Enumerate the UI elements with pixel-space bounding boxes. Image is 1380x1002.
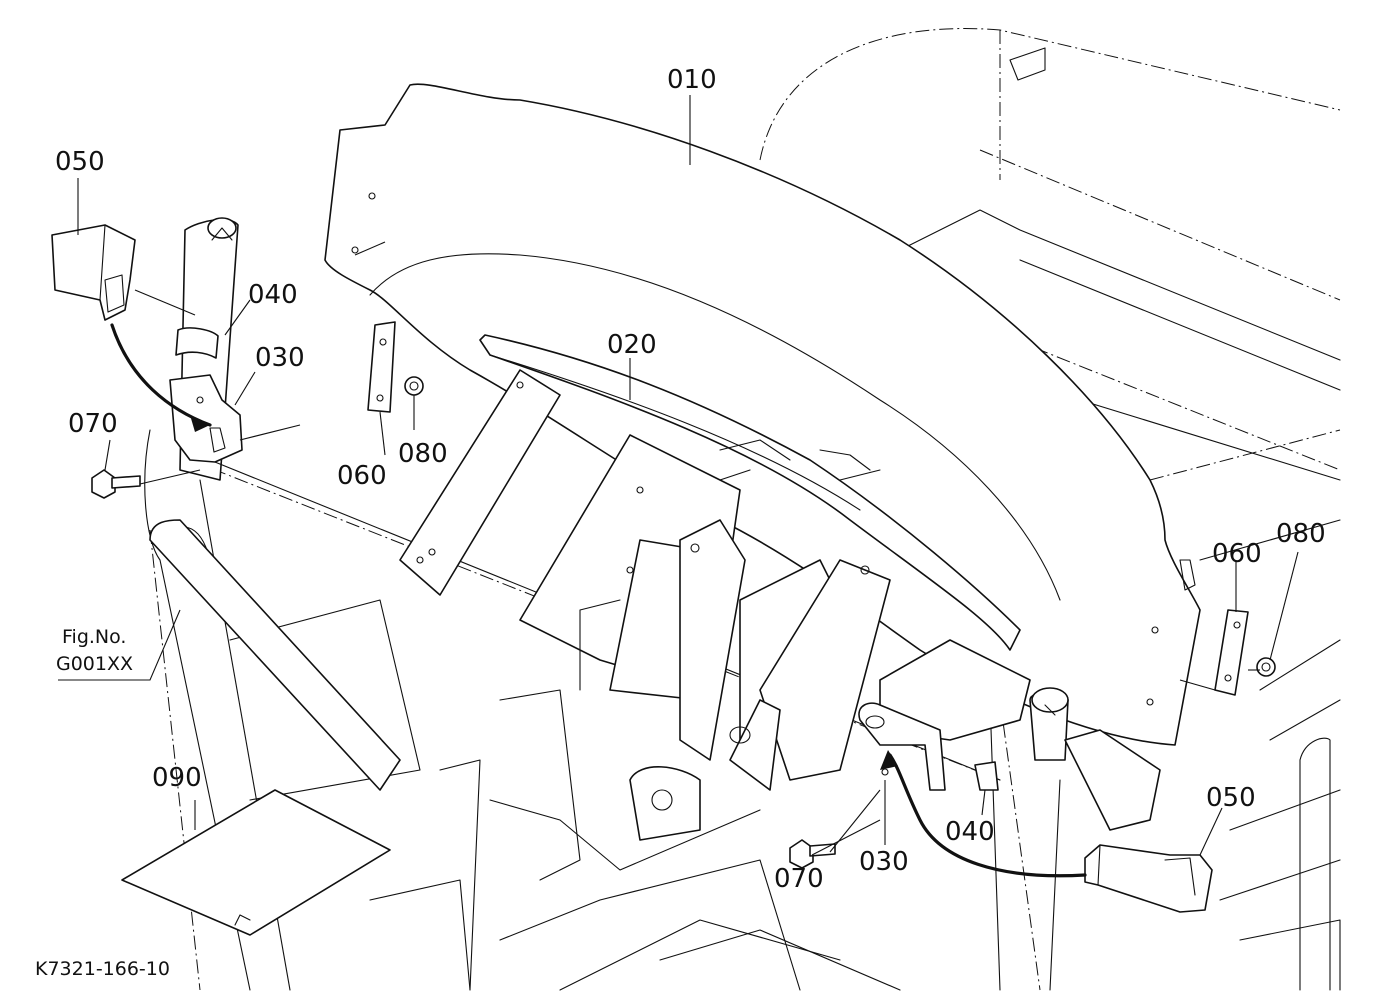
callout-060-right: 060 — [1212, 539, 1262, 569]
plate-060-right — [1214, 609, 1249, 696]
callout-040-left: 040 — [248, 280, 298, 310]
nut-080-left — [404, 376, 424, 396]
callout-040-right: 040 — [945, 817, 995, 847]
seal-strip-020 — [479, 334, 1021, 651]
callout-090: 090 — [152, 763, 202, 793]
right-bracket — [858, 639, 1161, 831]
band-040-left — [175, 327, 219, 359]
clamp-030-left — [169, 374, 243, 463]
callouts: 010 020 050 040 030 070 060 080 060 080 … — [55, 65, 1326, 894]
callout-070-left: 070 — [68, 409, 118, 439]
fig-no-label: Fig.No. — [62, 626, 126, 648]
callout-010: 010 — [667, 65, 717, 95]
callout-050-right: 050 — [1206, 783, 1256, 813]
figure-reference: Fig.No. G001XX — [56, 626, 133, 675]
callout-070-right: 070 — [774, 864, 824, 894]
cover-050-right — [1084, 844, 1213, 913]
sheet-090 — [121, 789, 391, 936]
leader-lines — [58, 95, 1299, 856]
fig-no-value: G001XX — [56, 653, 133, 675]
callout-060-left: 060 — [337, 461, 387, 491]
assembly-arrows — [110, 323, 1087, 878]
callout-050-left: 050 — [55, 147, 105, 177]
callout-080-left: 080 — [398, 439, 448, 469]
callout-030-left: 030 — [255, 343, 305, 373]
cover-050-left — [51, 224, 136, 321]
callout-020: 020 — [607, 330, 657, 360]
callout-080-right: 080 — [1276, 519, 1326, 549]
nut-080-right — [1256, 657, 1276, 677]
background-frame — [144, 28, 1341, 991]
main-panel-010 — [324, 83, 1201, 746]
callout-030-right: 030 — [859, 847, 909, 877]
bolt-070-left — [91, 469, 141, 499]
plate-060-left — [367, 321, 396, 413]
center-brackets — [399, 369, 891, 841]
drawing-number: K7321-166-10 — [35, 958, 170, 980]
band-040-right — [974, 761, 999, 791]
